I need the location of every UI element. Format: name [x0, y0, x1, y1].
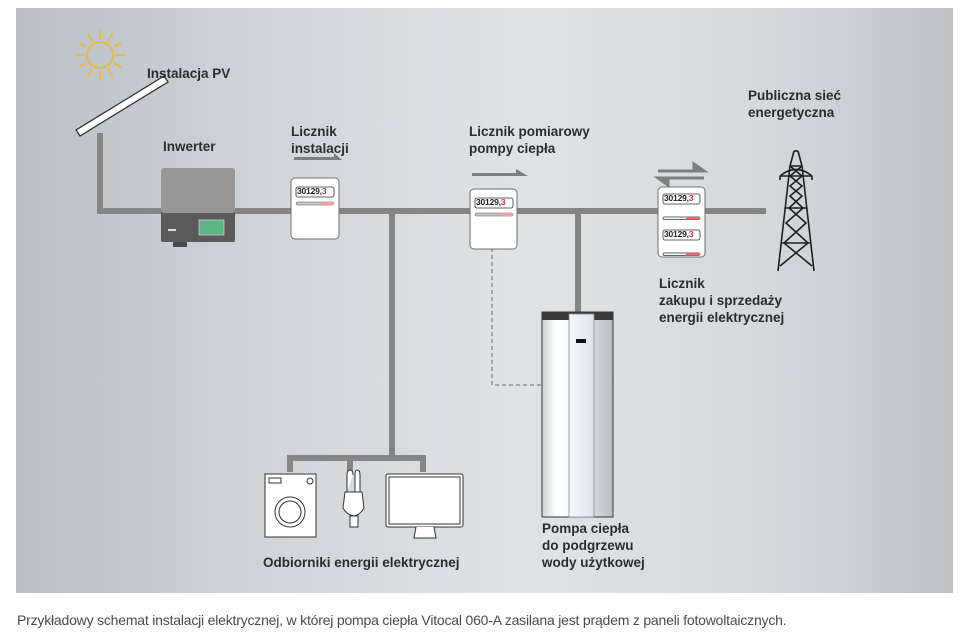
- diagram-graphics: [75, 30, 815, 539]
- bidirectional-meter-label: Licznik zakupu i sprzedaży energii elekt…: [659, 276, 785, 325]
- pv-panel-icon: [75, 75, 169, 137]
- control-line: [491, 248, 542, 386]
- monitor-icon: [385, 473, 464, 539]
- meter-reading: 30129,3: [664, 229, 694, 239]
- washing-machine-icon: [264, 473, 317, 538]
- system-diagram: Instalacja PV Inwerter Licznik instalacj…: [16, 8, 953, 593]
- inverter-icon: [161, 168, 235, 247]
- meter-reading: 30129,3: [664, 193, 694, 203]
- meter-reading: 30129,3: [476, 197, 506, 207]
- power-pylon-icon: [777, 150, 815, 272]
- heat-pump-meter-icon: [469, 169, 528, 250]
- bidirectional-meter-icon: [653, 161, 709, 258]
- wires: [97, 133, 766, 472]
- light-bulb-icon: [342, 469, 365, 528]
- installation-meter-icon: [290, 153, 342, 240]
- pv-label: Instalacja PV: [147, 66, 231, 81]
- consumers-label: Odbiorniki energii elektrycznej: [263, 555, 460, 570]
- meter-reading: 30129,3: [297, 186, 327, 196]
- figure-caption: Przykładowy schemat instalacji elektrycz…: [17, 612, 787, 628]
- heat-pump-label: Pompa ciepła do podgrzewu wody użytkowej: [542, 521, 645, 570]
- inverter-label: Inwerter: [163, 139, 216, 154]
- installation-meter-label: Licznik instalacji: [291, 124, 349, 156]
- heat-pump-meter-label: Licznik pomiarowy pompy ciepła: [469, 124, 590, 156]
- sun-icon: [75, 30, 125, 80]
- public-grid-label: Publiczna sieć energetyczna: [748, 88, 842, 120]
- heat-pump-icon: [541, 311, 614, 518]
